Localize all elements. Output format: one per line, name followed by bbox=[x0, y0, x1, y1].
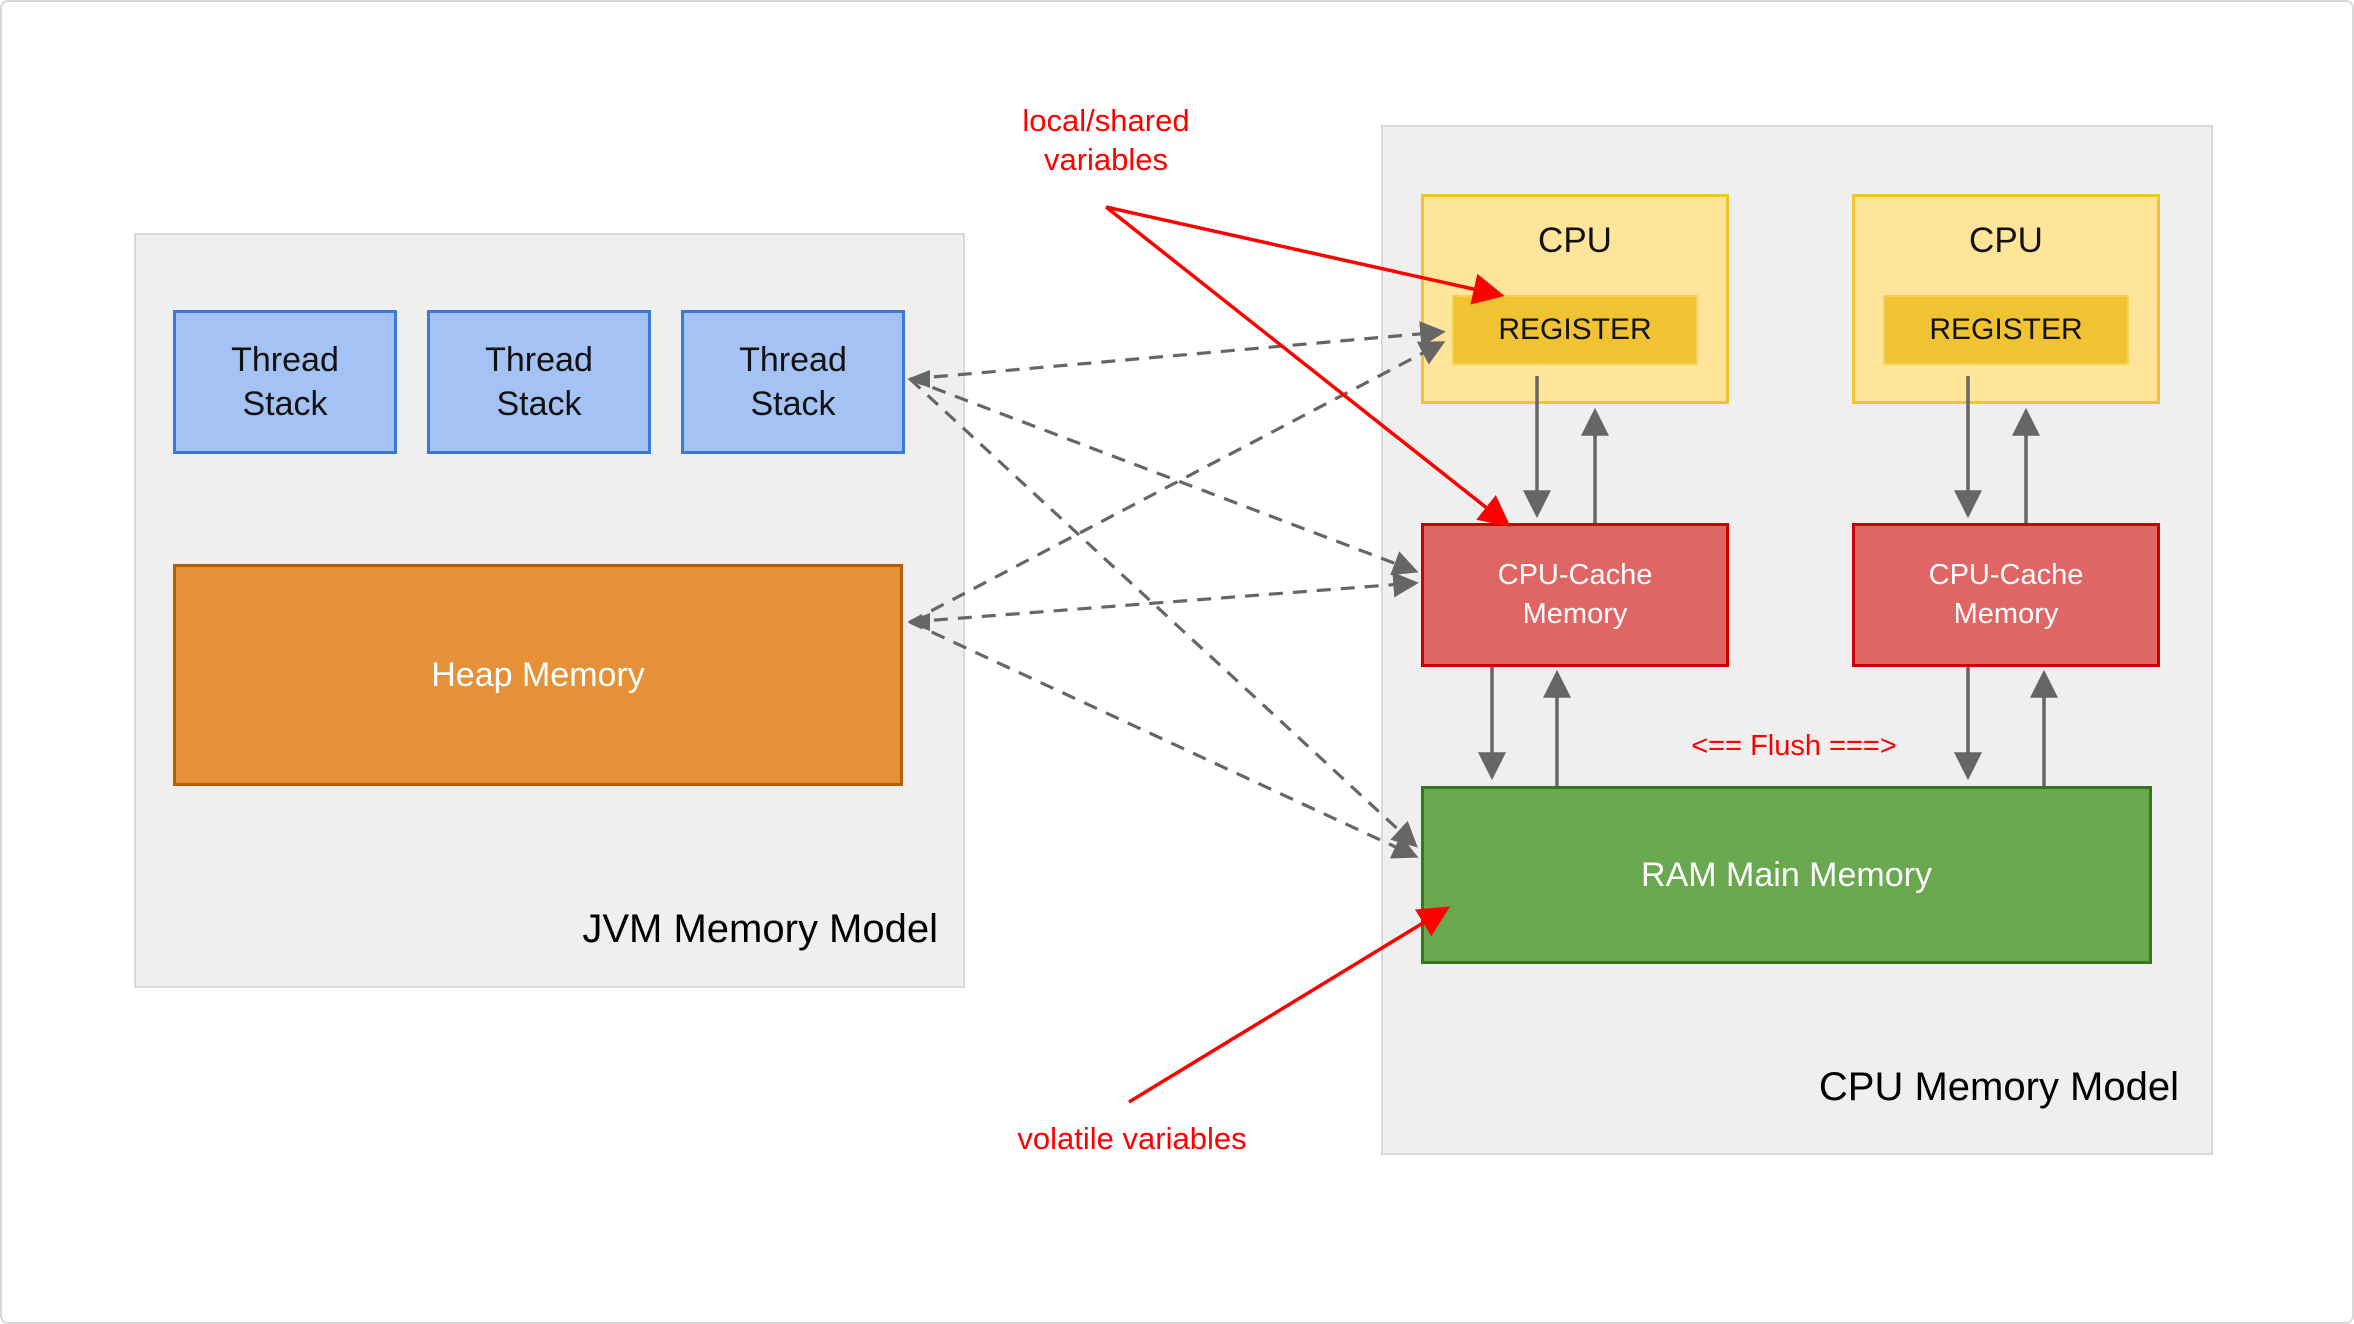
heap-memory-box: Heap Memory bbox=[173, 564, 903, 786]
cpu-model-title: CPU Memory Model bbox=[1818, 1065, 2179, 1109]
ram-main-memory-box: RAM Main Memory bbox=[1421, 786, 2152, 964]
local-shared-variables-annotation: local/shared variables bbox=[1022, 103, 1190, 177]
register-label: REGISTER bbox=[1498, 313, 1652, 346]
cpu-label: CPU bbox=[1969, 221, 2043, 260]
dashed-arrow-heap-to-ram bbox=[909, 620, 1419, 859]
heap-memory-label: Heap Memory bbox=[431, 655, 645, 694]
register-box-2: REGISTER bbox=[1883, 295, 2129, 365]
register-box-1: REGISTER bbox=[1452, 295, 1698, 365]
jvm-model-title: JVM Memory Model bbox=[582, 907, 938, 951]
cpu-cache-box-1: CPU-Cache Memory bbox=[1421, 523, 1729, 667]
thread-stack-box-3: Thread Stack bbox=[681, 310, 905, 454]
cpu-label: CPU bbox=[1538, 221, 1612, 260]
dashed-arrow-heap-to-cache bbox=[909, 571, 1419, 624]
dashed-arrow-threadstack-to-register bbox=[909, 321, 1446, 381]
thread-stack-label: Thread Stack bbox=[485, 340, 593, 423]
dashed-arrow-threadstack-to-cache bbox=[909, 377, 1419, 576]
cpu-cache-box-2: CPU-Cache Memory bbox=[1852, 523, 2160, 667]
register-label: REGISTER bbox=[1929, 313, 2083, 346]
cpu-cache-label: CPU-Cache Memory bbox=[1497, 558, 1653, 630]
thread-stack-box-1: Thread Stack bbox=[173, 310, 397, 454]
cpu-cache-label: CPU-Cache Memory bbox=[1928, 558, 2084, 630]
thread-stack-label: Thread Stack bbox=[231, 340, 339, 423]
dashed-arrow-threadstack-to-ram bbox=[908, 377, 1418, 848]
thread-stack-box-2: Thread Stack bbox=[427, 310, 651, 454]
volatile-variables-annotation: volatile variables bbox=[1017, 1121, 1247, 1156]
ram-label: RAM Main Memory bbox=[1641, 855, 1932, 894]
flush-annotation: <== Flush ===> bbox=[1691, 730, 1897, 762]
dashed-arrow-heap-to-register bbox=[909, 341, 1446, 624]
thread-stack-label: Thread Stack bbox=[739, 340, 847, 423]
